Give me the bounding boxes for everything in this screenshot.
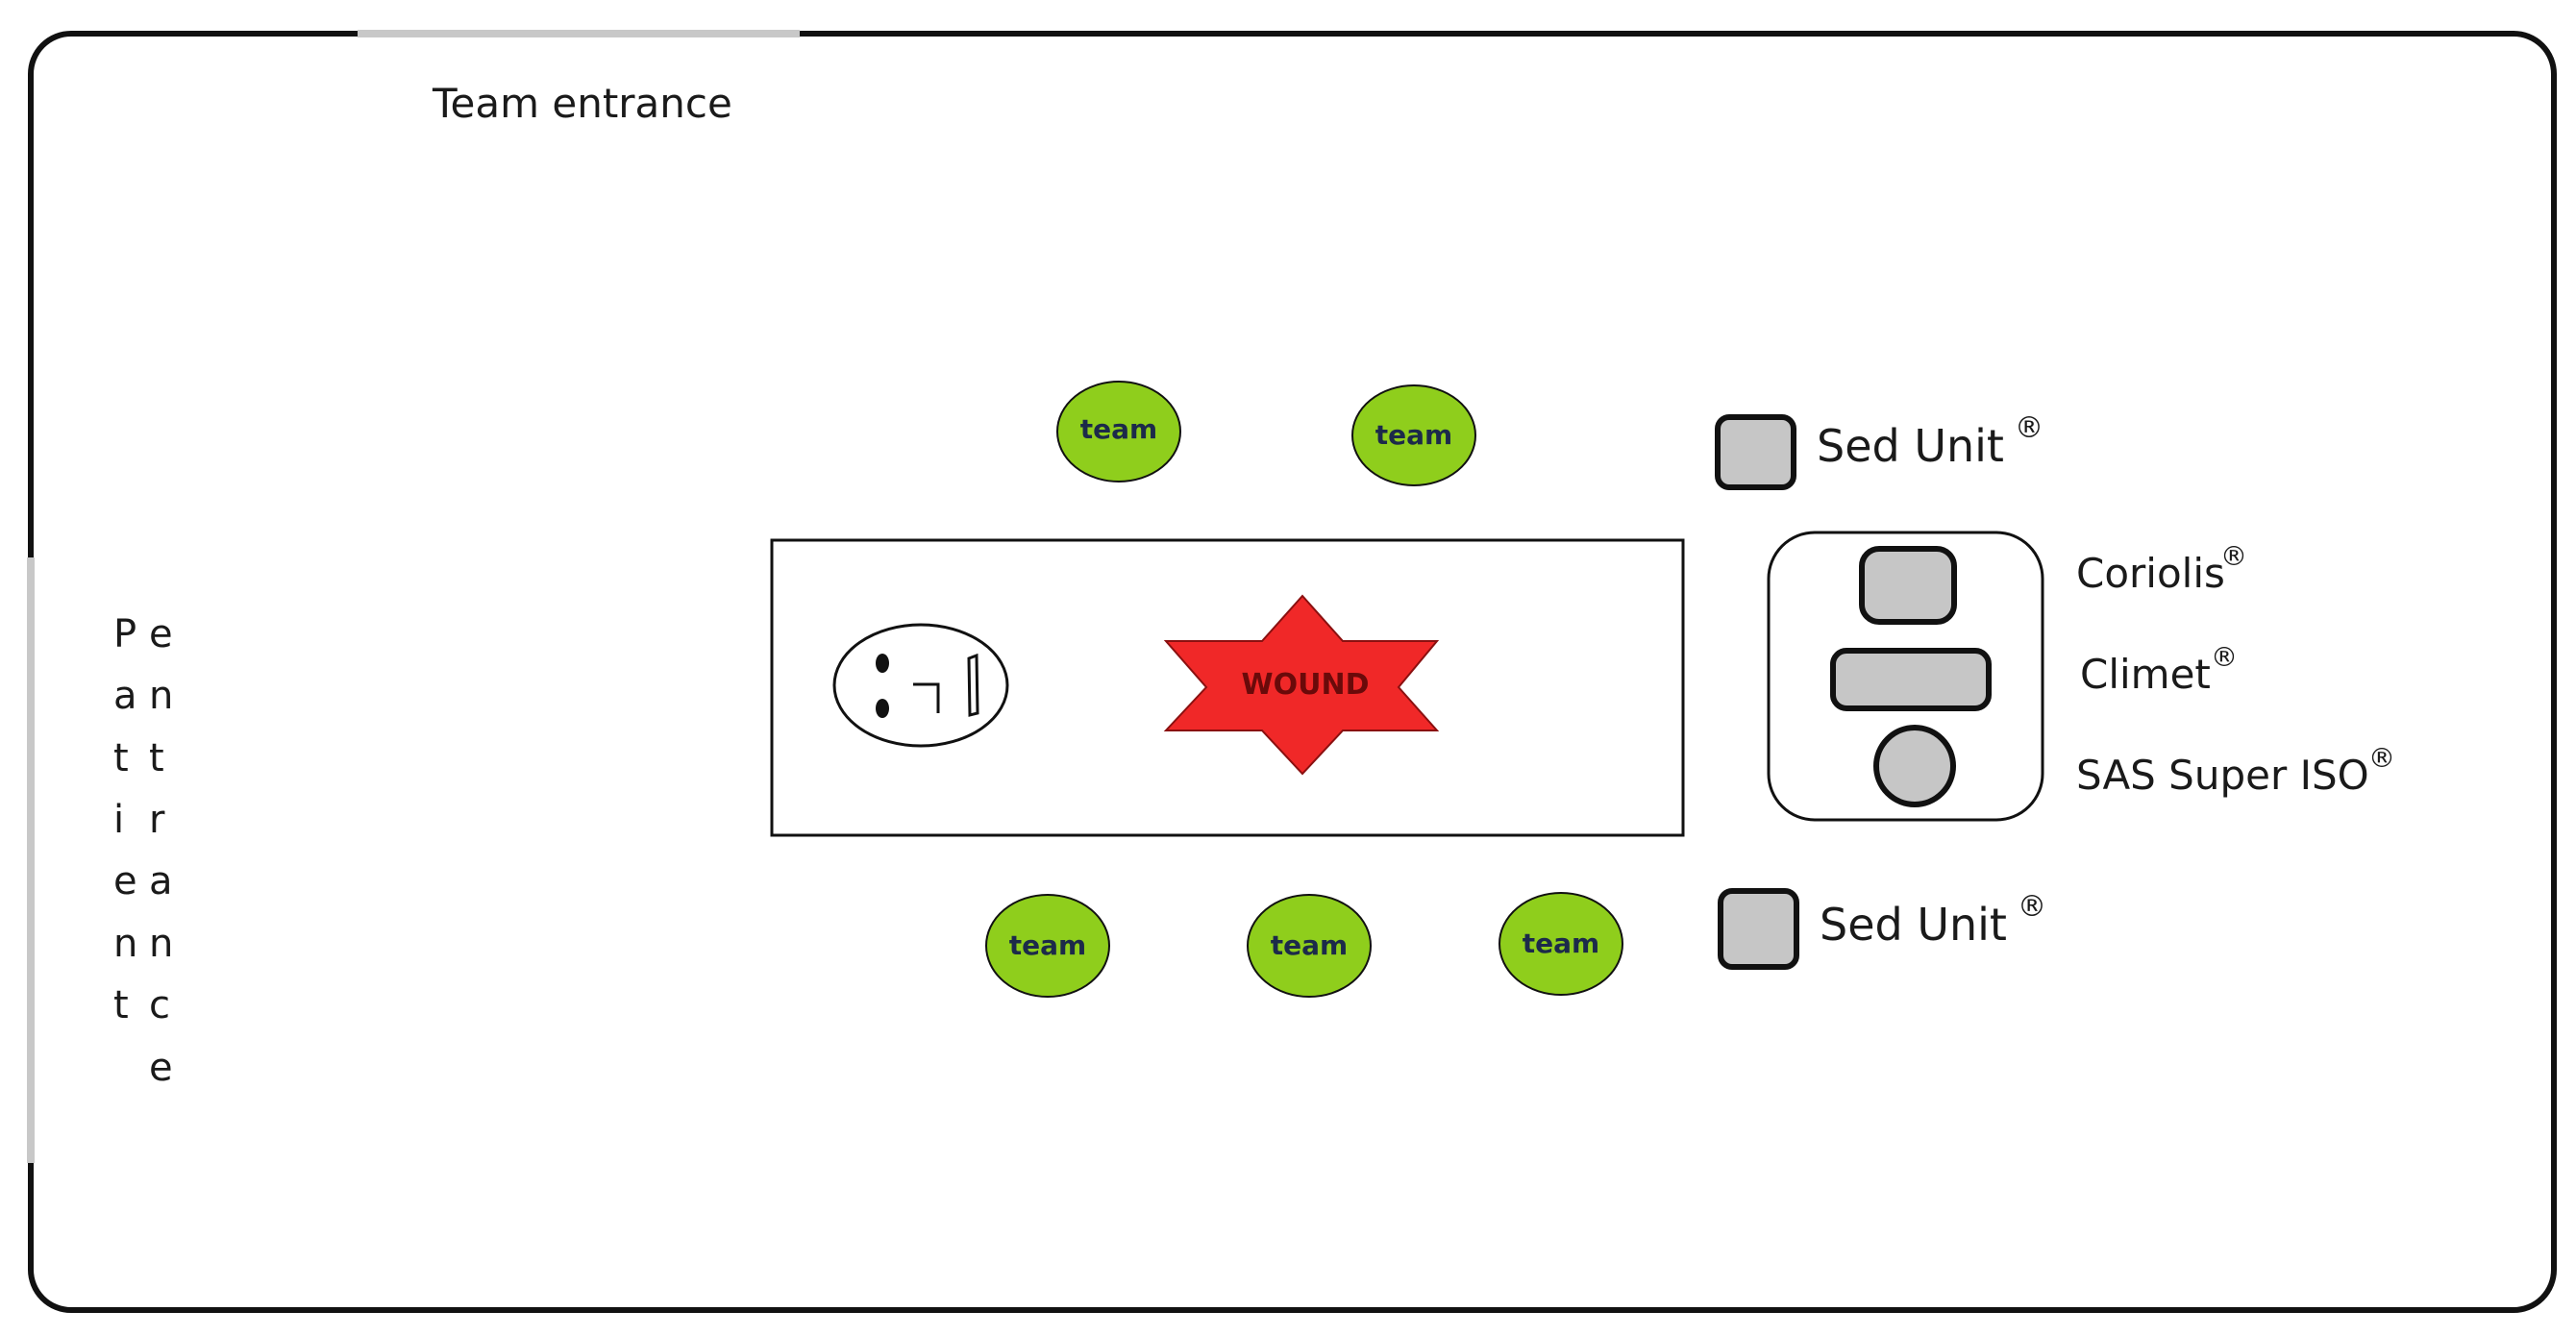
- patient-letter: P: [113, 612, 136, 656]
- coriolis-label-group: Coriolis ®: [2076, 540, 2247, 597]
- sed-unit-bottom-mark: ®: [2018, 890, 2046, 924]
- team-member: team: [1247, 894, 1372, 998]
- patient-letter: t: [113, 983, 129, 1027]
- sas-super-iso-mark: ®: [2368, 742, 2395, 774]
- climet-device-icon: [1830, 648, 1992, 711]
- team-member-label: team: [1375, 419, 1452, 451]
- coriolis-mark: ®: [2220, 540, 2247, 572]
- sed-unit-top-mark: ®: [2015, 411, 2043, 445]
- patient-letter: e: [113, 859, 137, 903]
- entrance-letter: r: [149, 798, 165, 842]
- patient-letter: i: [113, 798, 124, 842]
- team-member-label: team: [1523, 928, 1599, 959]
- sas-super-iso-device-icon: [1873, 725, 1956, 807]
- sas-super-iso-label: SAS Super ISO: [2076, 752, 2369, 799]
- patient-letter: t: [113, 736, 129, 780]
- team-member-label: team: [1080, 413, 1157, 445]
- team-member-label: team: [1271, 929, 1348, 961]
- entrance-letter: t: [149, 736, 164, 780]
- entrance-letter: a: [149, 859, 173, 903]
- team-entrance-label: Team entrance: [432, 80, 732, 127]
- entrance-letter: c: [149, 983, 170, 1027]
- sed-unit-top: Sed Unit ®: [1715, 411, 2043, 490]
- patient-head-icon: [832, 623, 1009, 748]
- team-member: team: [985, 894, 1110, 998]
- team-member-label: team: [1009, 929, 1086, 961]
- entrance-letter: e: [149, 1046, 173, 1090]
- patient-letter: n: [113, 922, 137, 966]
- wound-star: WOUND: [1163, 594, 1440, 776]
- climet-label: Climet: [2080, 651, 2211, 698]
- patient-letter: a: [113, 674, 137, 718]
- coriolis-label: Coriolis: [2076, 550, 2225, 597]
- entrance-letter: n: [149, 674, 173, 718]
- sed-unit-bottom-label: Sed Unit: [1820, 899, 2007, 951]
- climet-mark: ®: [2211, 641, 2238, 673]
- team-member: team: [1499, 892, 1623, 996]
- sed-unit-device-icon: [1715, 414, 1796, 490]
- entrance-letter: e: [149, 612, 173, 656]
- air-sampler-cluster: [1767, 531, 2044, 822]
- sed-unit-top-label: Sed Unit: [1817, 420, 2004, 472]
- coriolis-device-icon: [1859, 546, 1957, 625]
- climet-label-group: Climet ®: [2080, 641, 2238, 698]
- patient-entrance-label: P a t i e n t e n t r a n c e: [113, 612, 173, 1090]
- sed-unit-device-icon: [1718, 888, 1799, 970]
- wound-label: WOUND: [1242, 668, 1370, 702]
- sed-unit-bottom: Sed Unit ®: [1718, 888, 2046, 970]
- entrance-letter: n: [149, 922, 173, 966]
- team-member: team: [1351, 384, 1476, 486]
- team-member: team: [1056, 381, 1181, 482]
- sas-super-iso-label-group: SAS Super ISO ®: [2076, 742, 2395, 799]
